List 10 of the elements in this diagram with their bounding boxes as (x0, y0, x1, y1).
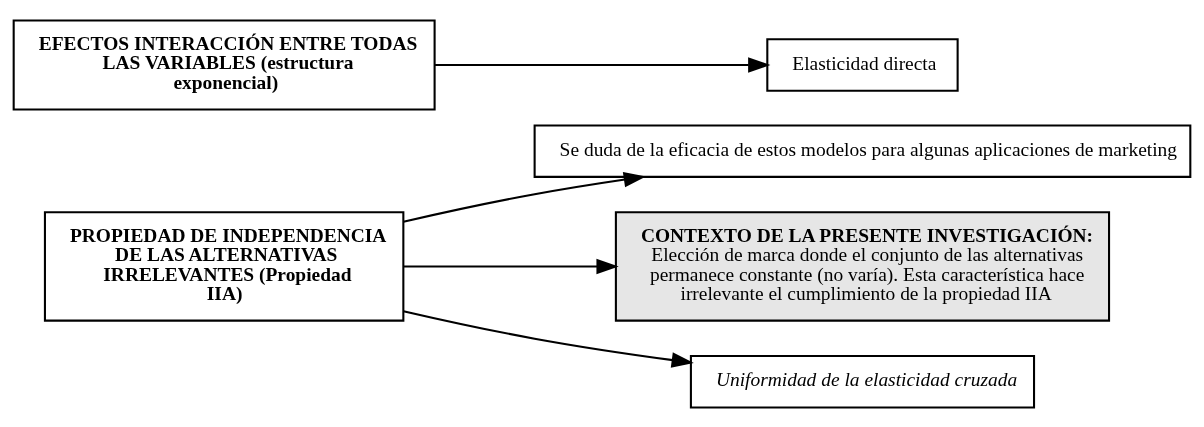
arrow (403, 258, 619, 274)
node-box: EFECTOS INTERACCIÓN ENTRE TODAS LAS VARIABLES (estructura exponencial) (12, 19, 436, 110)
node-box: Elasticidad directa (766, 37, 959, 92)
node-box: PROPIEDAD DE INDEPENDENCIA DE LAS ALTERNATIVAS IRRELEVANTES (Propiedad IIA) (43, 210, 405, 322)
node-box: Se duda de la eficacia de estos modelos para algunas aplicaciones de marketing (533, 123, 1192, 178)
node-box: CONTEXTO DE LA PRESENTE INVESTIGACIÓN: Elección de marca donde el conjunto de las alternativas permanece constante (no varía). Esta característica hace irrelevante el cumplimiento de la propiedad IIA (614, 210, 1111, 322)
arrow (434, 56, 771, 73)
node-box: Uniformidad de la elasticidad cruzada (689, 354, 1036, 408)
arrow (403, 309, 694, 368)
arrow (403, 171, 646, 223)
